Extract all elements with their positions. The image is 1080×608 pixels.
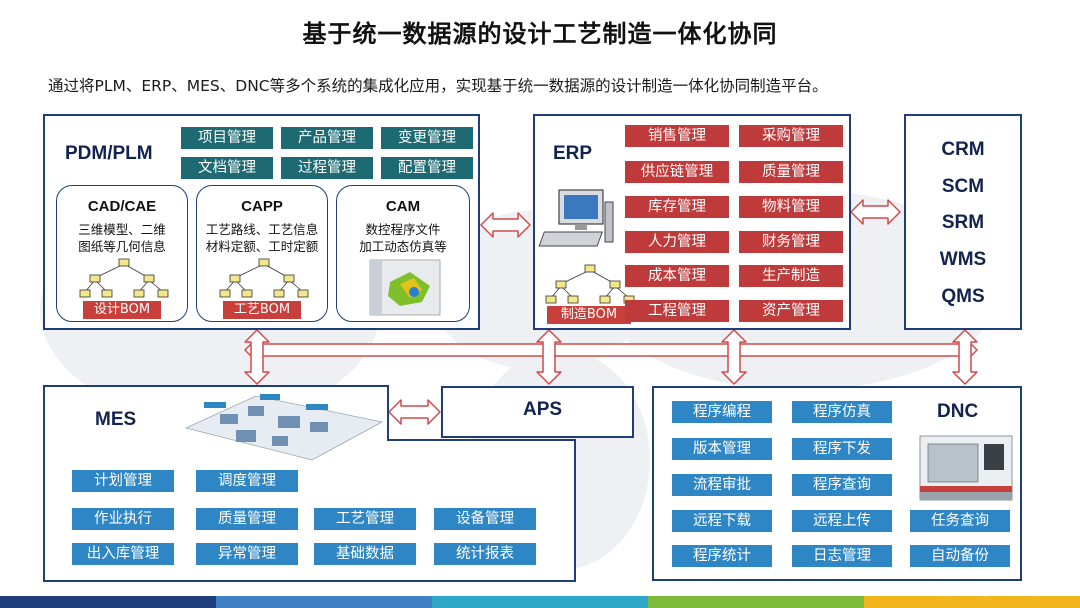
footer-bar-5 [864,596,1080,608]
dnc-title: DNC [937,401,979,422]
tag-doc-mgmt: 文档管理 [181,157,273,179]
tag-quality-mgmt: 质量管理 [739,161,843,183]
tag-equipment-mgmt: 设备管理 [434,508,536,530]
tag-remote-download: 远程下载 [672,510,772,532]
tag-remote-upload: 远程上传 [792,510,892,532]
pdm-plm-title: PDM/PLM [65,143,153,164]
tag-version-mgmt: 版本管理 [672,438,772,460]
tag-in-out-stock: 出入库管理 [72,543,174,565]
cnc-machine-icon [919,435,1013,501]
page-title: 基于统一数据源的设计工艺制造一体化协同 [302,20,778,48]
tag-config-mgmt: 配置管理 [381,157,473,179]
tag-mes-process: 工艺管理 [314,508,416,530]
tag-program-query: 程序查询 [792,474,892,496]
aps-title: APS [523,399,563,420]
capp-line1: 工艺路线、工艺信息 [205,222,319,237]
tag-production: 生产制造 [739,265,843,287]
cad-cae-line2: 图纸等几何信息 [78,239,166,254]
design-bom-label: 设计BOM [83,301,161,319]
tag-program-coding: 程序编程 [672,401,772,423]
factory-illustration [184,394,384,461]
cam-title: CAM [385,198,421,215]
arrow-v-erp [536,329,562,385]
tag-supply-chain: 供应链管理 [625,161,729,183]
tag-change-mgmt: 变更管理 [381,127,473,149]
tag-statistics-report: 统计报表 [434,543,536,565]
dnc-panel: DNC 程序编程 程序仿真 版本管理 程序下发 流程审批 程序查询 远程下载 远… [652,386,1022,581]
tag-exception-mgmt: 异常管理 [196,543,298,565]
arrow-v-crm [952,329,978,385]
tag-dispatch-mgmt: 调度管理 [196,470,298,492]
erp-title: ERP [553,143,593,164]
tag-asset-mgmt: 资产管理 [739,300,843,322]
system-srm: SRM [941,212,985,233]
tag-program-dispatch: 程序下发 [792,438,892,460]
tag-purchase-mgmt: 采购管理 [739,125,843,147]
tag-program-simulation: 程序仿真 [792,401,892,423]
bom-tree-icon [219,258,309,298]
erp-panel: ERP 制造BOM 销售管理 采购管理 供应链管理 质量管理 库存管理 物料管理… [533,114,851,330]
manufacturing-bom-label: 制造BOM [547,306,631,324]
cad-cae-line1: 三维模型、二维 [78,222,166,237]
cam-line2: 加工动态仿真等 [359,239,447,254]
system-crm: CRM [941,139,985,160]
bom-tree-icon [545,264,635,304]
tag-product-mgmt: 产品管理 [281,127,373,149]
cad-cae-title: CAD/CAE [87,198,157,215]
mes-title: MES [95,409,137,430]
footer-bar-2 [216,596,432,608]
arrow-mes-aps [388,399,441,425]
cam-screenshot-icon [369,259,441,316]
capp-title: CAPP [241,198,283,215]
arrow-plm-erp [480,212,531,238]
footer-bar-4 [648,596,864,608]
tag-engineering-mgmt: 工程管理 [625,300,729,322]
tag-inventory-mgmt: 库存管理 [625,196,729,218]
tag-plan-mgmt: 计划管理 [72,470,174,492]
tag-job-execution: 作业执行 [72,508,174,530]
tag-auto-backup: 自动备份 [910,545,1010,567]
tag-flow-approval: 流程审批 [672,474,772,496]
system-wms: WMS [939,249,987,270]
arrow-v-plm [244,329,270,385]
capp-line2: 材料定额、工时定额 [205,239,319,254]
arrow-erp-crm [850,199,901,225]
tag-cost-mgmt: 成本管理 [625,265,729,287]
watermark: 微信公众号 · 专注数据 [935,585,1045,598]
page-subtitle: 通过将PLM、ERP、MES、DNC等多个系统的集成化应用，实现基于统一数据源的… [48,77,828,95]
tag-base-data: 基础数据 [314,543,416,565]
cam-line1: 数控程序文件 [365,222,441,237]
tag-task-query: 任务查询 [910,510,1010,532]
tag-log-mgmt: 日志管理 [792,545,892,567]
footer-bar-1 [0,596,216,608]
tag-project-mgmt: 项目管理 [181,127,273,149]
tag-finance-mgmt: 财务管理 [739,231,843,253]
capp-box: CAPP 工艺路线、工艺信息 材料定额、工时定额 工艺BOM [196,185,328,322]
cam-box: CAM 数控程序文件 加工动态仿真等 [336,185,470,322]
footer-bar-3 [432,596,648,608]
system-scm: SCM [941,176,985,197]
crm-scm-panel: CRM SCM SRM WMS QMS [904,114,1022,330]
tag-sales-mgmt: 销售管理 [625,125,729,147]
aps-panel: APS [441,386,634,438]
tag-process-mgmt: 过程管理 [281,157,373,179]
tag-program-stats: 程序统计 [672,545,772,567]
arrow-v-erp2 [721,329,747,385]
process-bom-label: 工艺BOM [223,301,301,319]
computer-icon [538,189,614,247]
bom-tree-icon [79,258,169,298]
cad-cae-box: CAD/CAE 三维模型、二维 图纸等几何信息 设计BOM [56,185,188,322]
tag-hr-mgmt: 人力管理 [625,231,729,253]
tag-material-mgmt: 物料管理 [739,196,843,218]
tag-mes-quality: 质量管理 [196,508,298,530]
system-qms: QMS [941,286,985,307]
